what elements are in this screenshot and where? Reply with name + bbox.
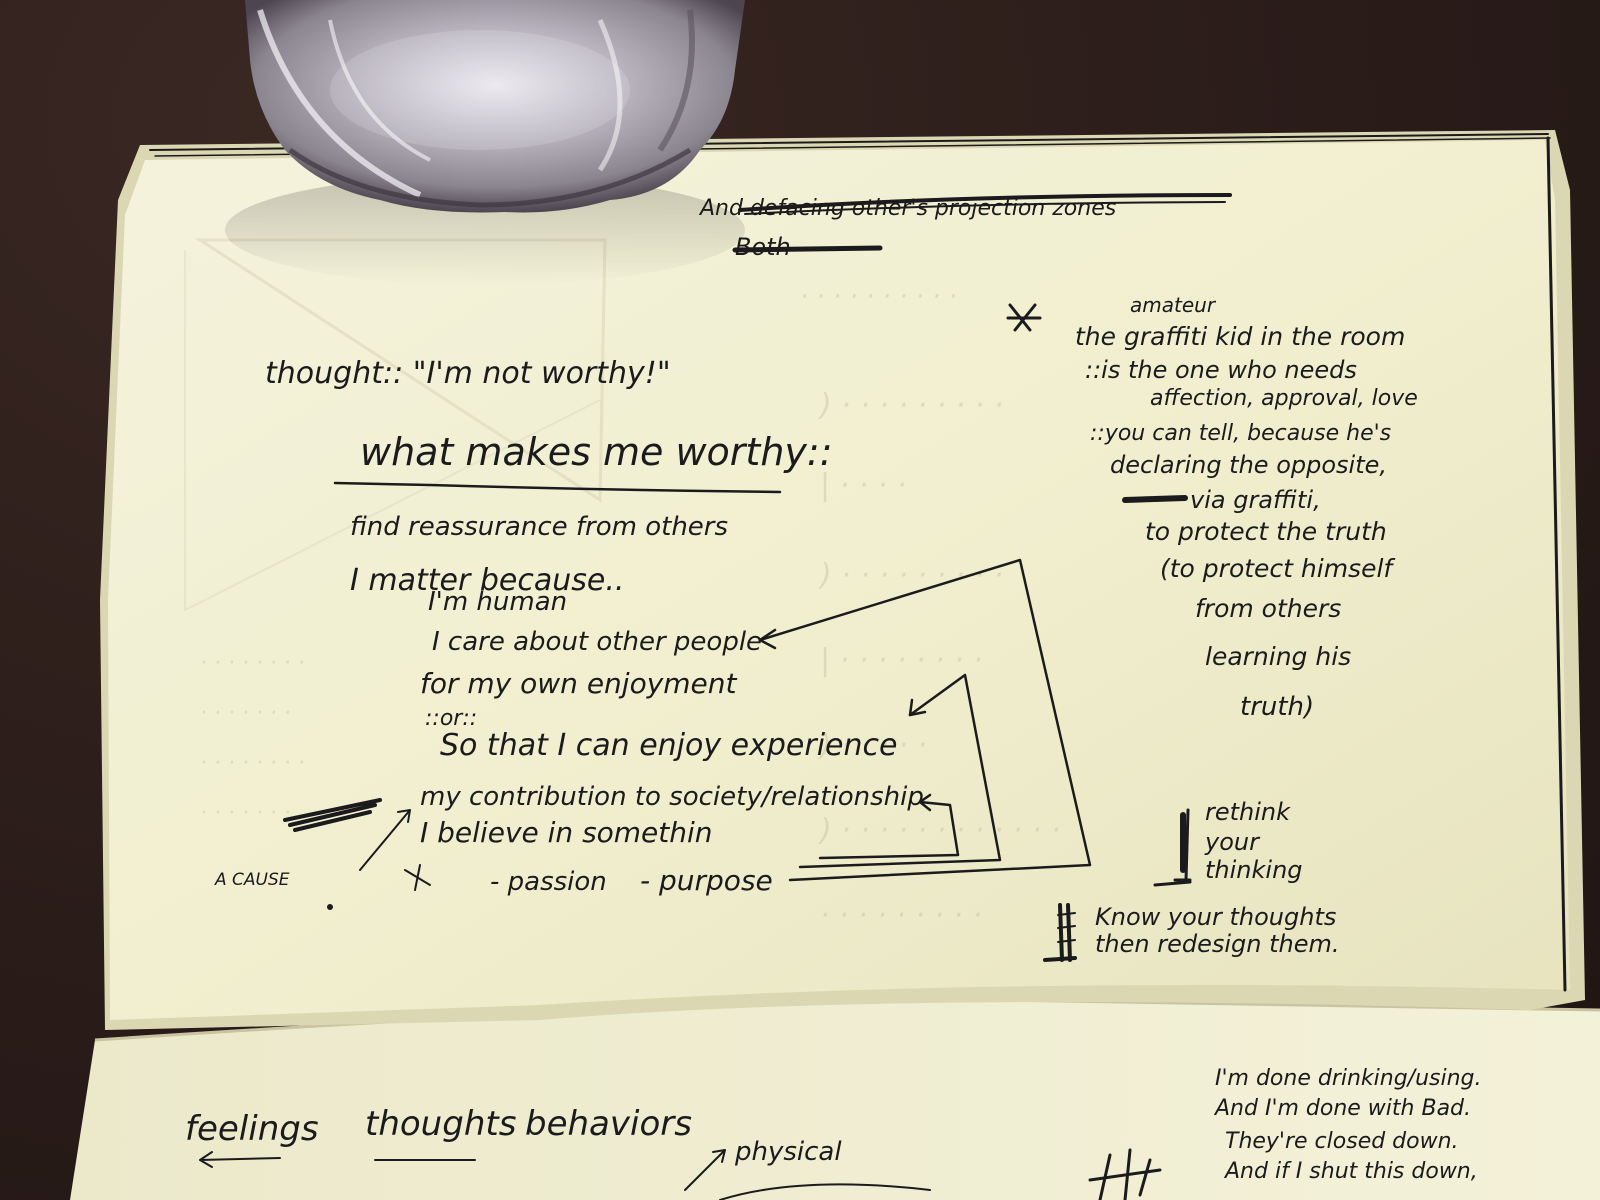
col-behaviors: behaviors <box>525 1104 692 1144</box>
right-line-2: ::is the one who needs <box>1085 356 1357 384</box>
svg-text:· · · · · · ·: · · · · · · · <box>200 701 291 726</box>
right-line-1: the graffiti kid in the room <box>1075 322 1405 351</box>
svg-text:) · · · · · · · · ·: ) · · · · · · · · · <box>818 388 1003 423</box>
svg-text:· · · · · · ·: · · · · · · · <box>200 801 291 826</box>
bottom-page-handwriting: feelings thoughts behaviors physical I'm… <box>185 1066 1482 1200</box>
thought-line: thought:: "I'm not worthy!" <box>265 356 671 391</box>
bottom-right-4: And if I shut this down, <box>1223 1159 1478 1184</box>
item-believe: I believe in somethin <box>420 816 713 849</box>
right-line-9: from others <box>1195 594 1341 623</box>
svg-text:| · · · ·: | · · · · <box>820 468 906 503</box>
sub-human: I'm human <box>428 587 567 617</box>
item-passion: - passion <box>490 867 607 897</box>
rethink-1: rethink <box>1205 798 1291 826</box>
physical-word: physical <box>734 1137 842 1167</box>
bottom-right-3: They're closed down. <box>1225 1129 1459 1154</box>
svg-text:| · · · · · · · ·: | · · · · · · · · <box>820 643 983 678</box>
right-line-10: learning his <box>1205 642 1351 671</box>
bottom-right-1: I'm done drinking/using. <box>1215 1066 1482 1091</box>
right-line-8: (to protect himself <box>1160 554 1395 583</box>
worthy-heading: what makes me worthy:: <box>360 430 833 474</box>
or-line: ::or:: <box>425 706 477 731</box>
bottom-right-2: And I'm done with Bad. <box>1213 1096 1471 1121</box>
right-line-11: truth) <box>1240 692 1314 722</box>
drinking-glass <box>225 0 745 285</box>
top-page-handwriting: And defacing other's projection zones Bo… <box>214 193 1418 962</box>
right-line-7: to protect the truth <box>1145 517 1387 546</box>
item-contribution: my contribution to society/relationship <box>420 782 924 812</box>
rethink-2: your <box>1204 828 1261 856</box>
right-line-4: ::you can tell, because he's <box>1090 421 1391 446</box>
item-reassurance: find reassurance from others <box>350 512 728 542</box>
item-matter: I matter because.. <box>350 563 624 598</box>
rethink-3: thinking <box>1205 856 1303 884</box>
so-that-line: So that I can enjoy experience <box>440 728 897 763</box>
right-line-3: affection, approval, love <box>1150 386 1418 411</box>
col-feelings: feelings <box>185 1109 319 1149</box>
sub-enjoyment: for my own enjoyment <box>420 667 738 700</box>
top-page <box>100 130 1585 1030</box>
know-1: Know your thoughts <box>1095 903 1336 931</box>
show-through-ghost: · · · · · · · · · · ) · · · · · · · · · … <box>200 282 1061 933</box>
svg-text:· · · · · · · · ·: · · · · · · · · · <box>820 898 982 933</box>
svg-text:) · · · · · · · · ·: ) · · · · · · · · · <box>818 558 1003 593</box>
right-line-6: via graffiti, <box>1190 486 1321 514</box>
item-purpose: - purpose <box>640 864 773 897</box>
know-2: then redesign them. <box>1095 930 1340 958</box>
svg-text:· · · · · · · ·: · · · · · · · · <box>200 751 305 776</box>
svg-text:) · · · · ·: ) · · · · · <box>818 728 927 763</box>
right-line-5: declaring the opposite, <box>1110 451 1387 479</box>
svg-text:) · · · · · · · · · · · ·: ) · · · · · · · · · · · · <box>818 813 1061 848</box>
a-cause-label: A CAUSE <box>214 870 290 890</box>
col-thoughts: thoughts <box>365 1104 516 1144</box>
svg-text:· · · · · · · · · ·: · · · · · · · · · · <box>800 282 957 312</box>
amateur-word: amateur <box>1130 293 1217 317</box>
sub-care: I care about other people <box>432 627 762 657</box>
svg-text:· · · · · · · ·: · · · · · · · · <box>200 651 305 676</box>
